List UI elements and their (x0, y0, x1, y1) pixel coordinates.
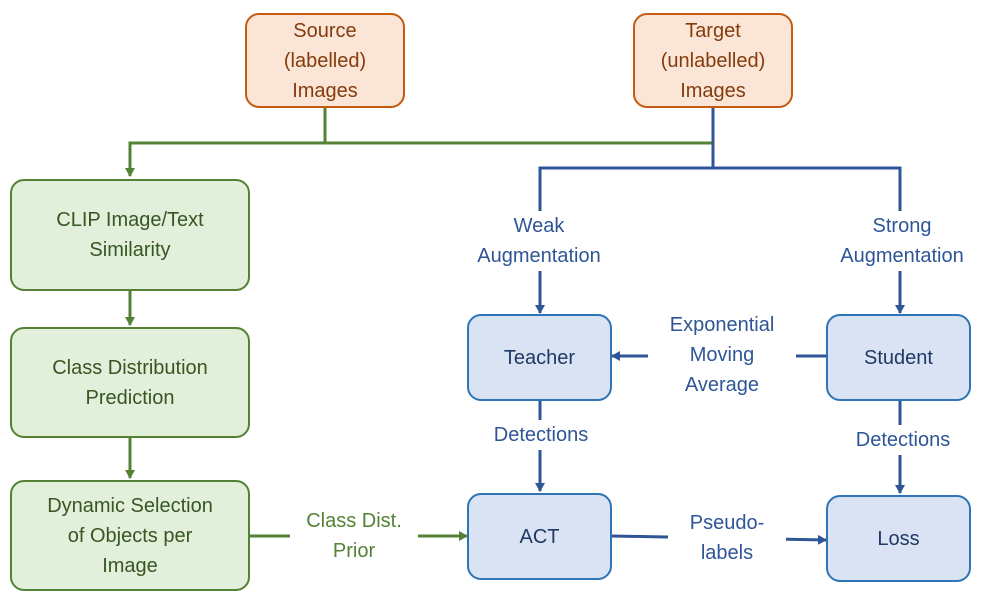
target-images-node: Target (unlabelled) Images (633, 13, 793, 108)
strong-augmentation-label: Strong Augmentation (818, 211, 986, 271)
dynamic-selection-node: Dynamic Selection of Objects per Image (10, 480, 250, 591)
pseudo-labels-label: Pseudo- labels (668, 508, 786, 568)
source-to-clip-connector (125, 108, 327, 177)
loss-node: Loss (826, 495, 971, 582)
class-distribution-node: Class Distribution Prediction (10, 327, 250, 438)
teacher-detections-label: Detections (472, 420, 610, 450)
teacher-node: Teacher (467, 314, 612, 401)
act-node: ACT (467, 493, 612, 580)
source-images-node: Source (labelled) Images (245, 13, 405, 108)
clip-similarity-node: CLIP Image/Text Similarity (10, 179, 250, 291)
student-node: Student (826, 314, 971, 401)
class-dist-prior-label: Class Dist. Prior (290, 506, 418, 566)
student-detections-label: Detections (834, 425, 972, 455)
weak-augmentation-label: Weak Augmentation (455, 211, 623, 271)
ema-label: Exponential Moving Average (648, 310, 796, 400)
